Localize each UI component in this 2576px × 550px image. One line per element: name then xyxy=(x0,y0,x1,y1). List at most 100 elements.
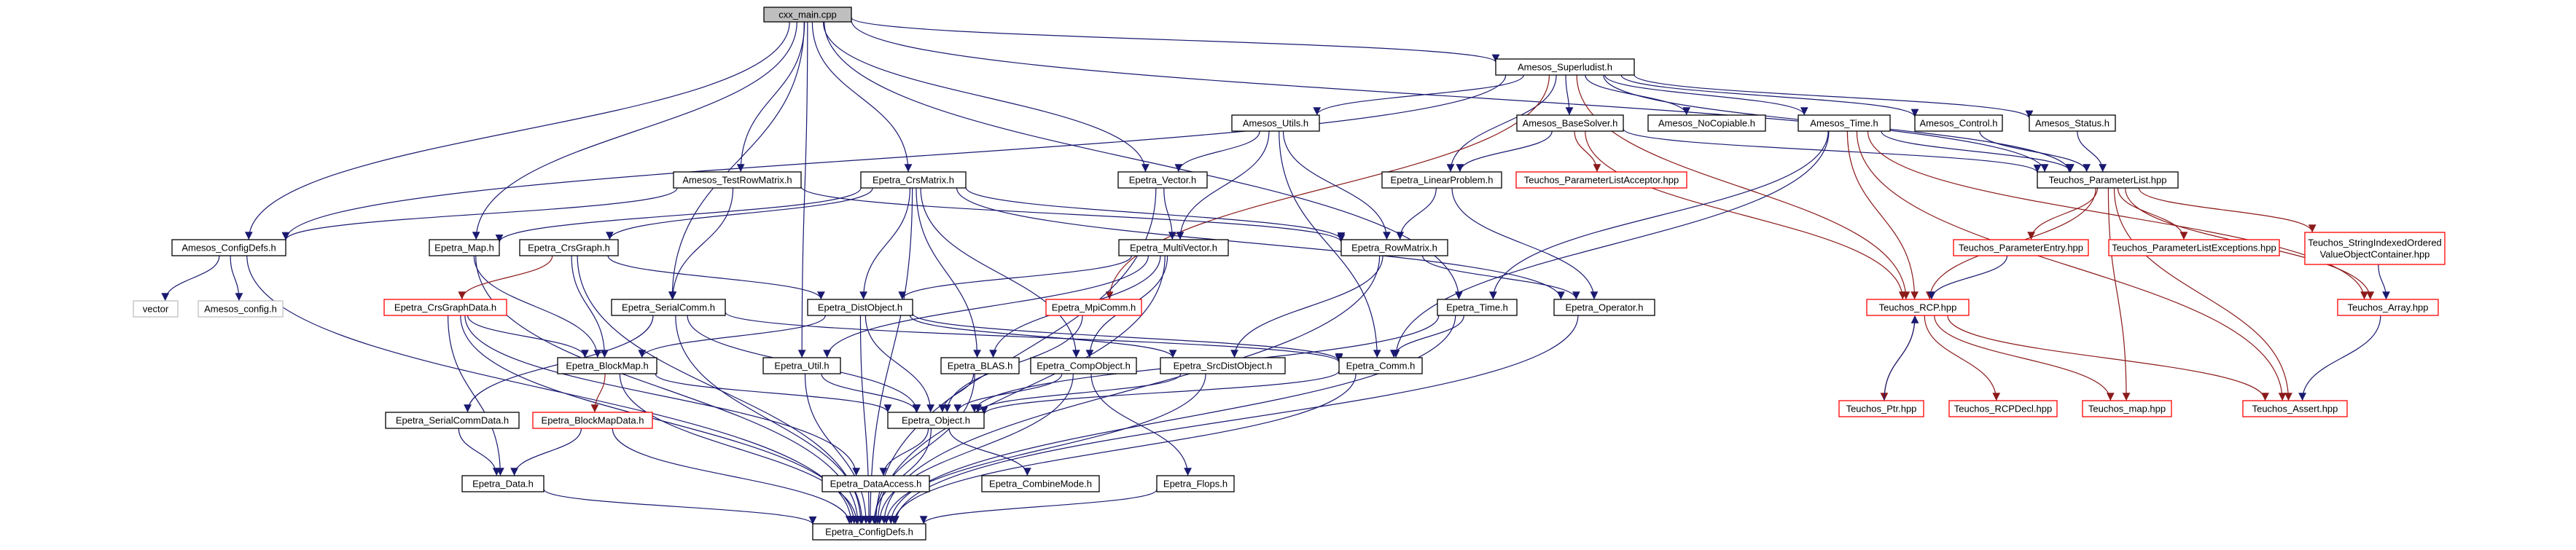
node-box xyxy=(1515,171,1687,189)
node-srcdistobject[interactable]: Epetra_SrcDistObject.h xyxy=(1160,357,1286,374)
node-label: Teuchos_ParameterList.hpp xyxy=(2049,175,2167,186)
edge-basesolver-to-paramlist xyxy=(1623,128,2042,173)
node-ptr[interactable]: Teuchos_Ptr.hpp xyxy=(1838,400,1924,417)
edge-serialcomm-to-configdefs-e xyxy=(675,315,867,525)
node-plexceptions[interactable]: Teuchos_ParameterListExceptions.hpp xyxy=(2108,239,2280,256)
edge-comm-to-object xyxy=(980,370,1340,415)
node-compobject[interactable]: Epetra_CompObject.h xyxy=(1030,357,1137,374)
edge-distobject-to-srcdistobject xyxy=(909,315,1177,358)
node-label: Epetra_CrsMatrix.h xyxy=(873,175,954,186)
node-label: Epetra_DataAccess.h xyxy=(830,479,922,490)
node-combinemode[interactable]: Epetra_CombineMode.h xyxy=(981,475,1100,492)
edge-superludist-to-linearproblem xyxy=(1446,74,1557,173)
edge-operator-to-configdefs-e xyxy=(891,315,1579,525)
edge-cxx-main-to-paramlist xyxy=(851,20,2049,173)
node-rcp[interactable]: Teuchos_RCP.hpp xyxy=(1866,299,1970,316)
node-paramentry[interactable]: Teuchos_ParameterEntry.hpp xyxy=(1953,239,2089,256)
node-rowmatrix[interactable]: Epetra_RowMatrix.h xyxy=(1340,239,1448,256)
edge-object-to-combinemode xyxy=(948,428,1031,476)
node-box xyxy=(1231,114,1320,132)
node-blockmapdata[interactable]: Epetra_BlockMapData.h xyxy=(532,412,653,429)
edge-multivector-to-configdefs-e xyxy=(873,255,1166,525)
edge-linearproblem-to-rowmatrix xyxy=(1396,187,1437,240)
node-util[interactable]: Epetra_Util.h xyxy=(762,357,841,374)
edge-amesos-time-to-comm xyxy=(1392,130,1830,358)
node-dataaccess[interactable]: Epetra_DataAccess.h xyxy=(821,475,930,492)
node-strindexed[interactable]: Teuchos_StringIndexedOrderedValueObjectC… xyxy=(2304,232,2446,265)
node-rcpdecl[interactable]: Teuchos_RCPDecl.hpp xyxy=(1948,400,2058,417)
node-label: Amesos_Utils.h xyxy=(1243,118,1308,129)
node-crsgraphdata[interactable]: Epetra_CrsGraphData.h xyxy=(383,299,507,316)
node-label: Epetra_Map.h xyxy=(434,243,494,254)
node-placcepter[interactable]: Teuchos_ParameterListAcceptor.hpp xyxy=(1515,171,1687,189)
edge-crsmatrix-to-distobject xyxy=(859,187,911,300)
edge-blockmap-to-configdefs-e xyxy=(619,373,861,525)
node-epetra-time[interactable]: Epetra_Time.h xyxy=(1437,299,1518,316)
edge-superludist-to-basesolver xyxy=(1565,74,1574,116)
node-comm[interactable]: Epetra_Comm.h xyxy=(1338,357,1423,374)
dependency-nodes: cxx_main.cppAmesos_Superludist.hAmesos_U… xyxy=(133,7,2446,541)
node-flops[interactable]: Epetra_Flops.h xyxy=(1156,475,1235,492)
node-superludist[interactable]: Amesos_Superludist.h xyxy=(1495,58,1635,76)
node-mpicomm[interactable]: Epetra_MpiComm.h xyxy=(1045,299,1142,316)
node-box xyxy=(2242,400,2348,417)
edge-paramlist-to-tmap xyxy=(2107,187,2131,401)
node-map[interactable]: Epetra_Map.h xyxy=(429,239,500,256)
node-configdefs-a[interactable]: Amesos_ConfigDefs.h xyxy=(171,239,286,256)
node-crsgraph[interactable]: Epetra_CrsGraph.h xyxy=(519,239,619,256)
node-operator[interactable]: Epetra_Operator.h xyxy=(1553,299,1655,316)
node-basesolver[interactable]: Amesos_BaseSolver.h xyxy=(1516,114,1624,132)
node-amesos-time[interactable]: Amesos_Time.h xyxy=(1798,114,1891,132)
node-box xyxy=(1553,299,1655,316)
node-label: Amesos_Superludist.h xyxy=(1518,62,1612,73)
edge-rowmatrix-to-configdefs-e xyxy=(880,255,1381,525)
edge-cxx-main-to-util xyxy=(797,21,808,358)
node-paramlist[interactable]: Teuchos_ParameterList.hpp xyxy=(2037,171,2179,189)
node-multivector[interactable]: Epetra_MultiVector.h xyxy=(1118,239,1229,256)
node-box xyxy=(1381,171,1502,189)
node-control[interactable]: Amesos_Control.h xyxy=(1914,114,2003,132)
node-nocopiable[interactable]: Amesos_NoCopiable.h xyxy=(1647,114,1766,132)
edge-blockmap-to-object xyxy=(655,373,892,413)
node-status[interactable]: Amesos_Status.h xyxy=(2029,114,2116,132)
edge-rcp-to-tmap xyxy=(1934,315,2115,401)
edge-testrowmatrix-to-rowmatrix xyxy=(800,186,1346,243)
edge-cxx-main-to-testrowmatrix xyxy=(736,21,805,173)
edge-cxx-main-to-serialcomm xyxy=(668,21,805,300)
node-box xyxy=(532,412,653,429)
node-tassert[interactable]: Teuchos_Assert.hpp xyxy=(2242,400,2348,417)
edge-crsgraphdata-to-configdefs-e xyxy=(460,315,859,525)
node-box xyxy=(812,523,926,541)
node-label: Amesos_Time.h xyxy=(1810,118,1878,129)
edge-strindexed-to-tarray xyxy=(2378,264,2390,300)
node-blockmap[interactable]: Epetra_BlockMap.h xyxy=(557,357,657,374)
node-utils[interactable]: Amesos_Utils.h xyxy=(1231,114,1320,132)
node-distobject[interactable]: Epetra_DistObject.h xyxy=(807,299,913,316)
node-crsmatrix[interactable]: Epetra_CrsMatrix.h xyxy=(860,171,967,189)
node-serialcomm[interactable]: Epetra_SerialComm.h xyxy=(611,299,726,316)
node-linearproblem[interactable]: Epetra_LinearProblem.h xyxy=(1381,171,1502,189)
node-tarray[interactable]: Teuchos_Array.hpp xyxy=(2337,299,2439,316)
node-label: Amesos_ConfigDefs.h xyxy=(182,243,276,254)
edge-superludist-to-utils xyxy=(1313,74,1524,116)
node-blas[interactable]: Epetra_BLAS.h xyxy=(940,357,1020,374)
node-label: Epetra_Object.h xyxy=(902,415,970,426)
node-testrowmatrix[interactable]: Amesos_TestRowMatrix.h xyxy=(673,171,802,189)
edge-utils-to-rowmatrix xyxy=(1282,130,1391,240)
node-configdefs-e[interactable]: Epetra_ConfigDefs.h xyxy=(812,523,926,541)
edge-amesos-time-to-tassert xyxy=(1856,130,2287,401)
edge-distobject-to-comm xyxy=(912,313,1343,361)
node-data[interactable]: Epetra_Data.h xyxy=(461,475,545,492)
node-tmap[interactable]: Teuchos_map.hpp xyxy=(2082,400,2172,417)
node-object[interactable]: Epetra_Object.h xyxy=(887,412,985,429)
node-vector[interactable]: Epetra_Vector.h xyxy=(1117,171,1208,189)
node-box xyxy=(1437,299,1518,316)
dependency-edges xyxy=(161,17,2390,525)
node-box xyxy=(1516,114,1624,132)
edge-amesos-time-to-paramlist xyxy=(1881,130,2075,173)
node-box xyxy=(557,357,657,374)
edge-basesolver-to-linearproblem xyxy=(1456,130,1553,173)
node-box xyxy=(887,412,985,429)
edge-status-to-paramlist xyxy=(2077,130,2107,173)
node-serialcommdata[interactable]: Epetra_SerialCommData.h xyxy=(385,412,520,429)
